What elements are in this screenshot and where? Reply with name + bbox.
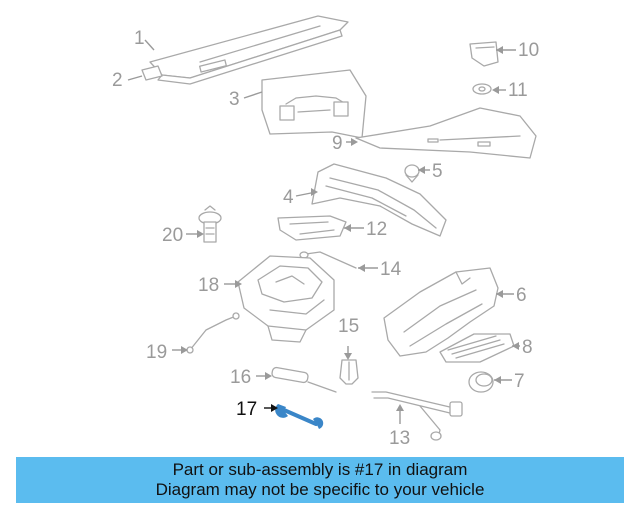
callout-5: 5	[432, 161, 443, 182]
part-6-side-trim[interactable]	[383, 267, 499, 357]
callout-18: 18	[198, 275, 219, 296]
callout-leaders	[127, 39, 520, 424]
part-3-center-trim-panel[interactable]	[261, 69, 367, 139]
part-2-shelf-clip[interactable]	[141, 65, 163, 81]
callout-1: 1	[134, 28, 145, 49]
part-8-vent-grille[interactable]	[439, 333, 515, 363]
part-10-clip[interactable]	[469, 41, 499, 67]
parts-diagram: 1 2 3 10 11 9 5 4 12 20 14 18 6 15 19 8 …	[112, 15, 539, 449]
part-7-round-cap[interactable]	[468, 371, 494, 393]
part-1-rear-shelf[interactable]	[149, 15, 349, 85]
banner-line-disclaimer: Diagram may not be specific to your vehi…	[155, 480, 485, 499]
callout-12: 12	[366, 219, 387, 240]
callout-17-highlighted: 17	[236, 399, 257, 420]
banner-line-part-number: Part or sub-assembly is #17 in diagram	[172, 460, 468, 479]
callout-9: 9	[332, 133, 343, 154]
callout-3: 3	[229, 89, 240, 110]
callout-11: 11	[508, 80, 528, 101]
part-18-tire-tray[interactable]	[237, 255, 335, 343]
callout-13: 13	[389, 428, 410, 449]
part-17-wrench-highlighted[interactable]	[275, 404, 324, 429]
part-4-floor-trim[interactable]	[311, 163, 447, 237]
callout-8: 8	[522, 337, 533, 358]
callout-2: 2	[112, 70, 123, 91]
callout-6: 6	[516, 285, 527, 306]
part-15-clip[interactable]	[339, 359, 359, 385]
callout-20: 20	[162, 225, 183, 246]
part-5-push-pin[interactable]	[404, 164, 420, 183]
callout-14: 14	[380, 259, 402, 280]
callout-19: 19	[146, 342, 167, 363]
part-13-lug-wrench[interactable]	[371, 391, 463, 441]
callout-10: 10	[518, 40, 539, 61]
callout-4: 4	[283, 187, 294, 208]
part-11-washer[interactable]	[472, 83, 492, 95]
part-19-cable[interactable]	[186, 312, 240, 354]
part-20-jack[interactable]	[198, 205, 222, 243]
callout-15: 15	[338, 316, 359, 337]
callout-7: 7	[514, 371, 525, 392]
info-banner: Part or sub-assembly is #17 in diagram D…	[16, 457, 624, 503]
callout-16: 16	[230, 367, 251, 388]
part-12-bracket[interactable]	[277, 215, 347, 241]
part-9-side-trim[interactable]	[355, 107, 537, 159]
part-16-screwdriver[interactable]	[271, 366, 337, 393]
